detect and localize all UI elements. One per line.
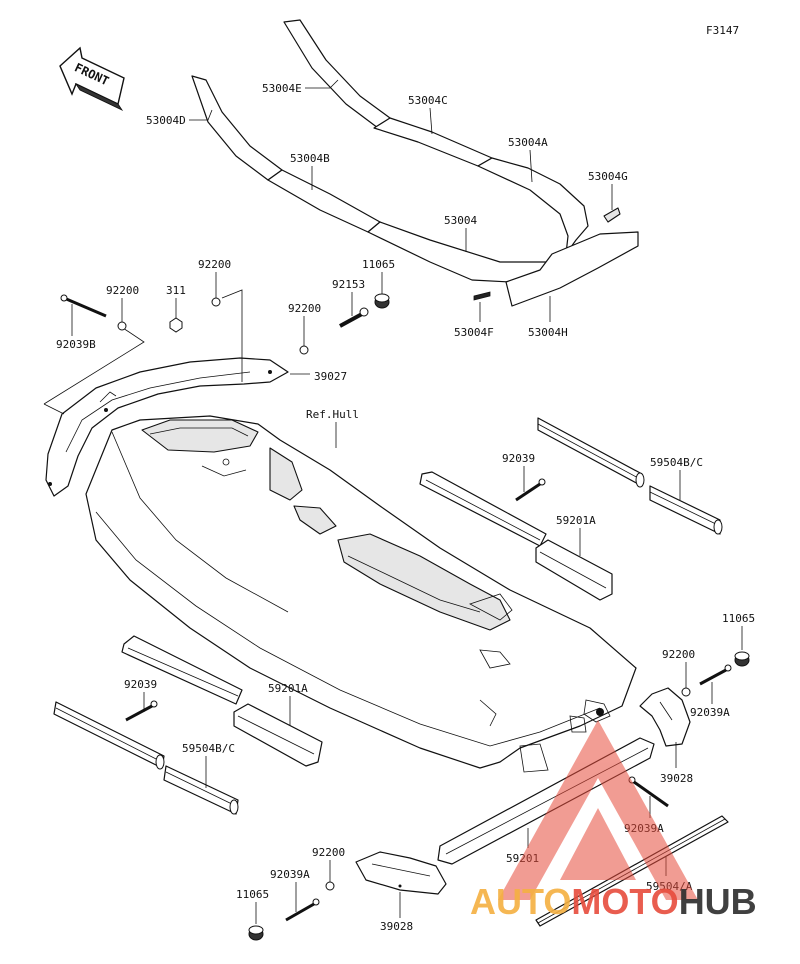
cover-59201A-left: [233, 703, 323, 767]
watermark-auto: AUTO: [470, 881, 571, 922]
label-92200-right-low: 92200: [662, 648, 695, 661]
nut-311: [169, 317, 183, 333]
front-arrow-icon: FRONT: [59, 46, 125, 111]
cap-11065-bottom: [248, 925, 264, 941]
mat-53004F: [473, 291, 491, 301]
label-59504BC-left: 59504B/C: [182, 742, 235, 755]
bracket-line-mid: [221, 289, 243, 382]
watermark-moto: MOTO: [571, 881, 678, 922]
label-92153: 92153: [332, 278, 365, 291]
bracket-39028-bottom: [355, 851, 447, 895]
cover-59201A-left-long: [121, 635, 243, 705]
bolt-92039-right: [515, 478, 546, 502]
label-11065-bottom: 11065: [236, 888, 269, 901]
rail-59504BC-right: [537, 417, 645, 488]
bolt-92039A-bottom: [285, 898, 320, 922]
seat-mat-labels: 53004E 53004C 53004D 53004A 53004B 53004…: [146, 79, 628, 339]
label-92200-left: 92200: [106, 284, 139, 297]
washer-92200-right: [299, 345, 309, 355]
label-53004E: 53004E: [262, 82, 302, 95]
bracket-39028-right: [639, 687, 691, 747]
label-59201A-right: 59201A: [556, 514, 596, 527]
label-92039-right: 92039: [502, 452, 535, 465]
bolt-92153: [339, 307, 369, 328]
washer-92200-left: [117, 321, 127, 331]
mat-53004G: [603, 207, 621, 223]
label-ref-hull: Ref.Hull: [306, 408, 359, 421]
cover-59201A-right: [535, 539, 613, 601]
label-11065-top: 11065: [362, 258, 395, 271]
mat-53004A: [477, 157, 589, 255]
cap-11065-top: [374, 293, 390, 309]
label-39028-right: 39028: [660, 772, 693, 785]
label-53004G: 53004G: [588, 170, 628, 183]
label-92200-mid: 92200: [198, 258, 231, 271]
washer-92200-right-low: [681, 687, 691, 697]
label-92039B: 92039B: [56, 338, 96, 351]
cap-11065-right: [734, 651, 750, 667]
label-59504BC-right: 59504B/C: [650, 456, 703, 469]
washer-92200-bottom: [325, 881, 335, 891]
label-11065-right: 11065: [722, 612, 755, 625]
label-53004A: 53004A: [508, 136, 548, 149]
hull-body: [85, 415, 637, 773]
bolt-92039-left: [125, 700, 158, 722]
label-53004F: 53004F: [454, 326, 494, 339]
label-59201A-left: 59201A: [268, 682, 308, 695]
watermark-text: AUTOMOTOHUB: [470, 881, 757, 922]
rail-59504BC-left: [53, 701, 165, 770]
label-311: 311: [166, 284, 186, 297]
mat-53004E: [283, 19, 391, 129]
label-53004C: 53004C: [408, 94, 448, 107]
bracket-line-left: [43, 325, 145, 405]
washer-92200-mid: [211, 297, 221, 307]
label-92200-bottom: 92200: [312, 846, 345, 859]
label-53004H: 53004H: [528, 326, 568, 339]
label-92200-right: 92200: [288, 302, 321, 315]
bracket-line-left-b: [43, 403, 65, 415]
label-53004B: 53004B: [290, 152, 330, 165]
watermark-hub: HUB: [679, 881, 757, 922]
label-39028-bottom: 39028: [380, 920, 413, 933]
figure-code: F3147: [706, 24, 739, 37]
label-92039A-bottom: 92039A: [270, 868, 310, 881]
label-92039A-right: 92039A: [690, 706, 730, 719]
bolt-92039B: [60, 294, 107, 318]
seat-mat-group: [191, 19, 639, 307]
label-92039-left: 92039: [124, 678, 157, 691]
watermark-logo: [498, 720, 698, 900]
mat-53004B: [267, 169, 381, 233]
mat-53004: [367, 221, 559, 283]
grab-rail-39027: [45, 357, 289, 497]
label-53004D: 53004D: [146, 114, 186, 127]
mat-53004H: [505, 231, 639, 307]
bolt-92039A-right: [699, 664, 732, 686]
rail-59504BC-left-short: [163, 765, 239, 815]
label-53004: 53004: [444, 214, 477, 227]
mat-53004C: [373, 117, 493, 167]
rail-59504BC-right-short: [649, 485, 723, 535]
label-39027: 39027: [314, 370, 347, 383]
cover-59201A-right-long: [419, 471, 547, 547]
